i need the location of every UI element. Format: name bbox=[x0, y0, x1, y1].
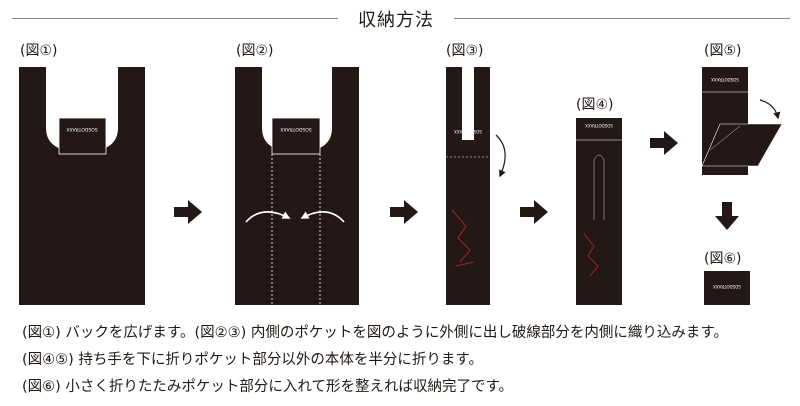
pocket-logo: SOSDOTRAXX bbox=[713, 284, 741, 289]
folding-diagram: SOSDOTRAXX SOSDOTRAXX SOSDOTRAXX SOSDOTR… bbox=[19, 67, 783, 305]
arrow-down-icon bbox=[715, 202, 739, 230]
section-header: 収納方法 bbox=[0, 0, 800, 38]
pocket-logo: SOSDOTRAXX bbox=[280, 126, 311, 132]
pocket-logo: SOSDOTRAXX bbox=[711, 77, 739, 82]
figure-5-label: (図⑤) bbox=[704, 43, 742, 59]
arrow-right-icon bbox=[520, 200, 548, 224]
figure-3-label: (図③) bbox=[446, 43, 484, 59]
figure-5-bag: SOSDOTRAXX bbox=[701, 67, 783, 175]
bag-pocket bbox=[58, 117, 107, 155]
figure-1-bag: SOSDOTRAXX bbox=[19, 67, 145, 305]
figure-2-label: (図②) bbox=[236, 43, 274, 59]
arrow-right-icon bbox=[390, 200, 418, 224]
section-title: 収納方法 bbox=[358, 10, 434, 31]
arrow-right-icon bbox=[174, 200, 202, 224]
figure-4-label: (図④) bbox=[576, 97, 614, 113]
red-print-graphic bbox=[583, 233, 599, 277]
title-rule-left bbox=[12, 18, 338, 19]
bag-pocket bbox=[271, 117, 321, 155]
fold-in-arrow-left bbox=[245, 211, 291, 223]
pocket-logo: SOSDOTRAXX bbox=[585, 123, 613, 128]
figure-2-bag: SOSDOTRAXX bbox=[235, 67, 359, 305]
figure-1-label: (図①) bbox=[20, 43, 58, 59]
fold-down-arrow bbox=[495, 134, 506, 178]
pocket-logo: SOSDOTRAXX bbox=[66, 126, 97, 132]
instructions: (図①) バックを広げます。(図②③) 内側のポケットを図のように外側に出し破線… bbox=[22, 320, 792, 401]
figure-4-bag: SOSDOTRAXX bbox=[576, 118, 622, 305]
pocket-logo: SOSDOTRAXX bbox=[454, 129, 482, 134]
figure-6-label: (図⑥) bbox=[704, 251, 742, 267]
instruction-line: (図①) バックを広げます。(図②③) 内側のポケットを図のように外側に出し破線… bbox=[22, 325, 728, 341]
instruction-line: (図⑥) 小さく折りたたみポケット部分に入れて形を整えれば収納完了です。 bbox=[22, 379, 514, 395]
red-print-graphic bbox=[451, 209, 475, 267]
fold-in-arrow-right bbox=[300, 211, 345, 223]
figure-3-bag: SOSDOTRAXX bbox=[446, 67, 506, 305]
fold-over-arrow bbox=[759, 99, 781, 120]
instruction-line: (図④⑤) 持ち手を下に折りポケット部分以外の本体を半分に折ります。 bbox=[22, 352, 483, 368]
title-rule-right bbox=[454, 18, 790, 19]
arrow-right-icon bbox=[650, 131, 678, 155]
figure-6-pouch: SOSDOTRAXX bbox=[704, 271, 750, 305]
folded-flap bbox=[701, 123, 783, 167]
